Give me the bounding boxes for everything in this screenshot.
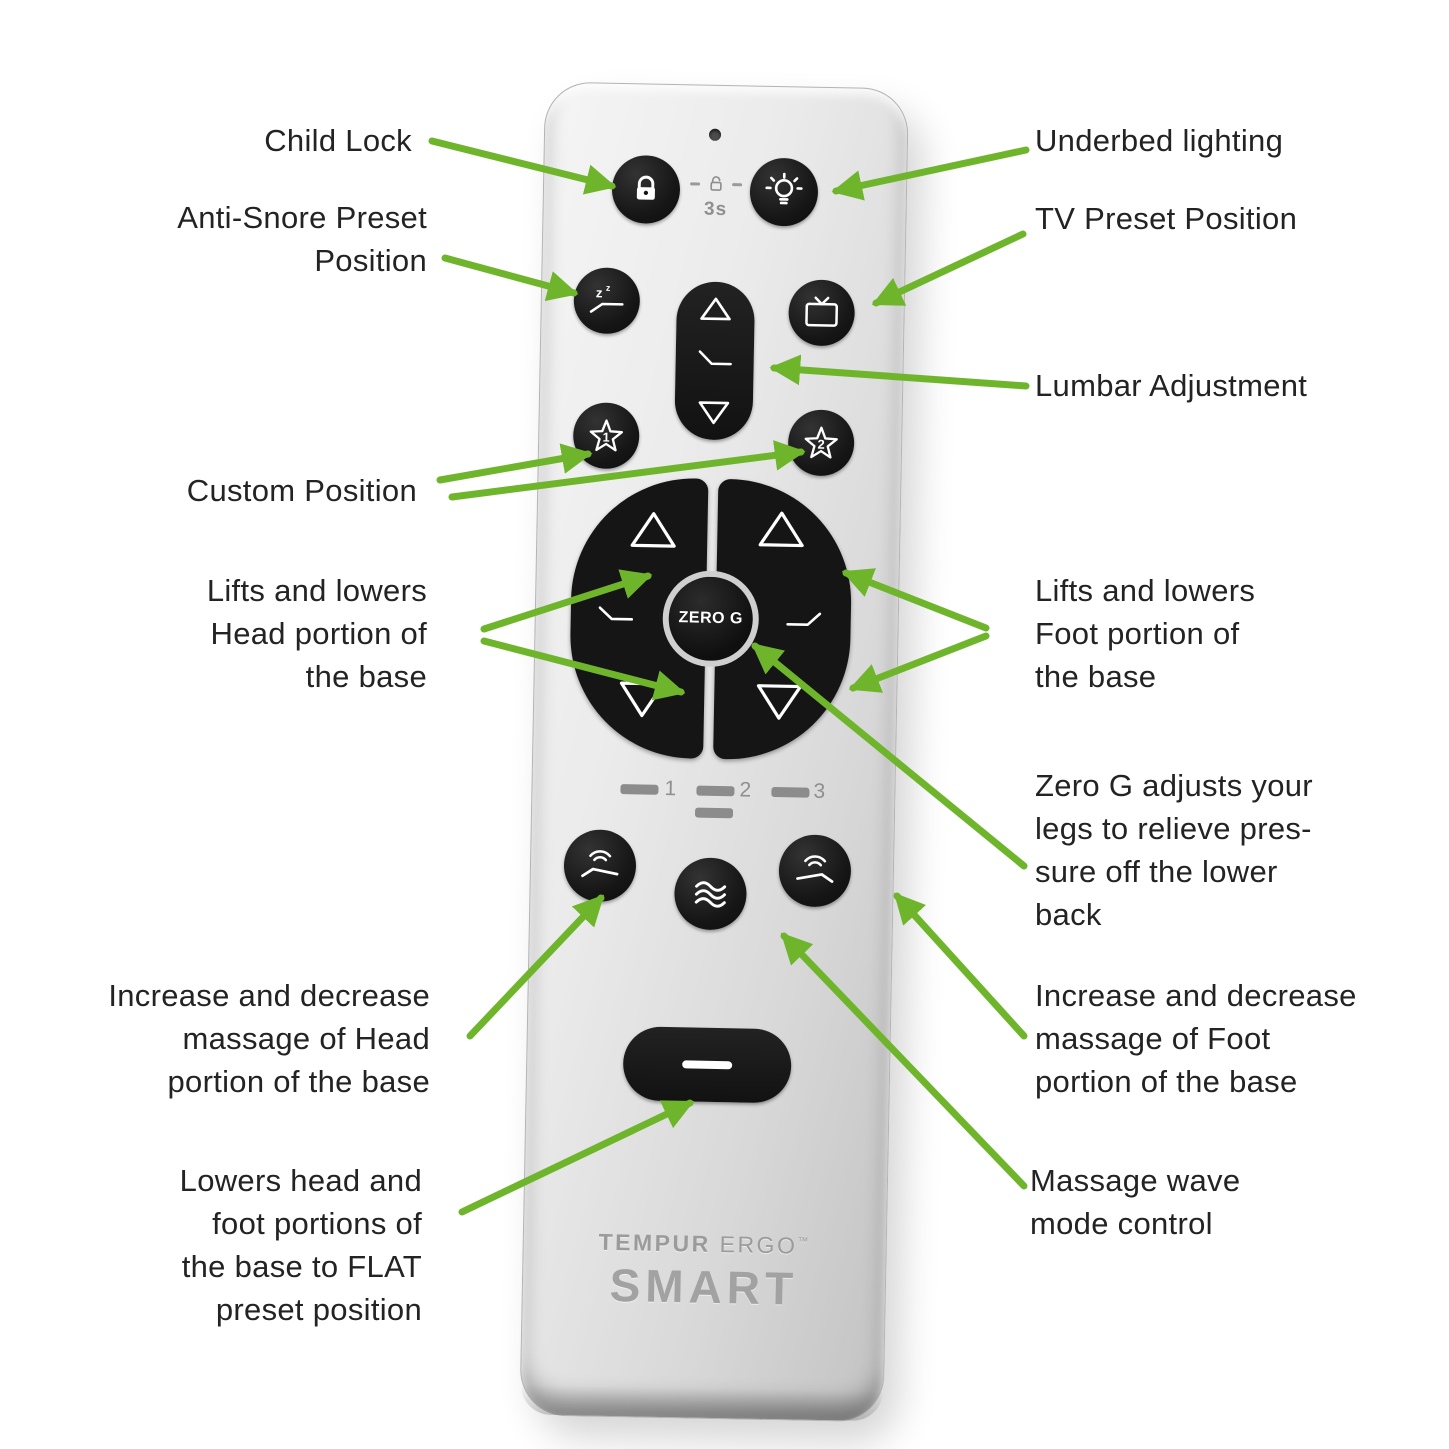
- flat-preset-button[interactable]: [622, 1026, 792, 1104]
- brand-line-1: TEMPUR ERGO™: [524, 1227, 886, 1261]
- foot-section-icon: [786, 612, 822, 626]
- label-lumbar-adjustment: Lumbar Adjustment: [1035, 368, 1308, 403]
- indicator-number-1: 1: [664, 776, 677, 801]
- brand: TEMPUR ERGO™ SMART: [522, 1227, 886, 1317]
- custom-position-1-button[interactable]: 1: [572, 402, 640, 470]
- wave-icon: [694, 881, 727, 908]
- star-2-number: 2: [817, 437, 824, 452]
- head-massage-icon: [581, 850, 619, 878]
- lumbar-up-button[interactable]: [698, 296, 732, 323]
- remote-body: 3s z z: [519, 81, 909, 1423]
- label-custom-position: Custom Position: [186, 473, 417, 508]
- star-1-icon: 1: [589, 419, 623, 452]
- star-1-number: 1: [603, 430, 610, 445]
- lumbar-adjust-icon: [698, 350, 732, 366]
- hold-time-label: 3s: [703, 198, 728, 221]
- indicator-bar-1: [620, 784, 659, 795]
- dash: [732, 182, 743, 186]
- custom-position-2-button[interactable]: 2: [787, 409, 855, 477]
- anti-snore-icon: z z: [589, 283, 624, 313]
- brand-tm: ™: [797, 1235, 812, 1249]
- brand-tempur: TEMPUR: [598, 1228, 711, 1257]
- lumbar-down-button[interactable]: [696, 400, 730, 427]
- light-bulb-icon: [765, 172, 803, 205]
- head-section-icon: [598, 606, 634, 621]
- foot-lower-button[interactable]: [753, 681, 806, 724]
- indicator-bar-3: [771, 787, 810, 798]
- snore-z-small: z: [606, 283, 611, 293]
- indicator-bar-2: [696, 785, 735, 797]
- underbed-lighting-button[interactable]: [749, 157, 819, 227]
- label-lowers-flat: Lowers head and foot portions of the bas…: [179, 1163, 422, 1327]
- arrow-foot-massage: [893, 892, 1028, 1040]
- foot-massage-icon: [796, 855, 834, 883]
- head-raise-button[interactable]: [627, 508, 680, 551]
- label-lifts-head: Lifts and lowers Head portion of the bas…: [206, 573, 427, 694]
- star-2-icon: 2: [804, 426, 838, 459]
- flat-icon: [682, 1060, 733, 1070]
- label-increase-foot-massage: Increase and decrease massage of Foot po…: [1035, 978, 1357, 1099]
- head-lower-button[interactable]: [616, 678, 669, 721]
- tv-icon: [805, 296, 839, 327]
- brand-ergo: ERGO: [719, 1231, 798, 1259]
- indicator-number-3: 3: [813, 779, 826, 804]
- indicator-number-2: 2: [739, 778, 752, 802]
- brand-smart: SMART: [609, 1258, 799, 1315]
- foot-massage-button[interactable]: [778, 834, 852, 908]
- label-child-lock: Child Lock: [264, 123, 412, 158]
- remote-bottom-shadow: [520, 1384, 883, 1422]
- label-underbed-lighting: Underbed lighting: [1035, 123, 1284, 158]
- zero-g-label: ZERO G: [678, 609, 744, 628]
- tv-preset-button[interactable]: [788, 279, 856, 347]
- position-control-cluster: ZERO G: [568, 476, 854, 762]
- label-tv-preset: TV Preset Position: [1035, 201, 1298, 236]
- head-massage-button[interactable]: [563, 829, 637, 903]
- led-indicator: [708, 128, 722, 141]
- dash: [690, 181, 701, 186]
- label-lifts-foot: Lifts and lowers Foot portion of the bas…: [1035, 573, 1256, 694]
- lumbar-rocker: [674, 281, 756, 441]
- snore-z-large: z: [596, 285, 603, 300]
- wave-mode-indicator-bar: [694, 807, 734, 819]
- foot-raise-button[interactable]: [755, 508, 808, 551]
- massage-wave-button[interactable]: [673, 857, 748, 931]
- label-anti-snore: Anti-Snore Preset Position: [177, 200, 427, 278]
- unlock-icon: [710, 176, 722, 191]
- label-zero-g-note: Zero G adjusts your legs to relieve pres…: [1035, 768, 1313, 932]
- lock-icon: [636, 175, 655, 200]
- child-lock-button[interactable]: [611, 154, 681, 225]
- label-increase-head-massage: Increase and decrease massage of Head po…: [108, 978, 430, 1099]
- label-massage-wave: Massage wave mode control: [1030, 1163, 1241, 1241]
- anti-snore-button[interactable]: z z: [573, 267, 641, 335]
- lock-hold-connector: 3s: [679, 171, 752, 221]
